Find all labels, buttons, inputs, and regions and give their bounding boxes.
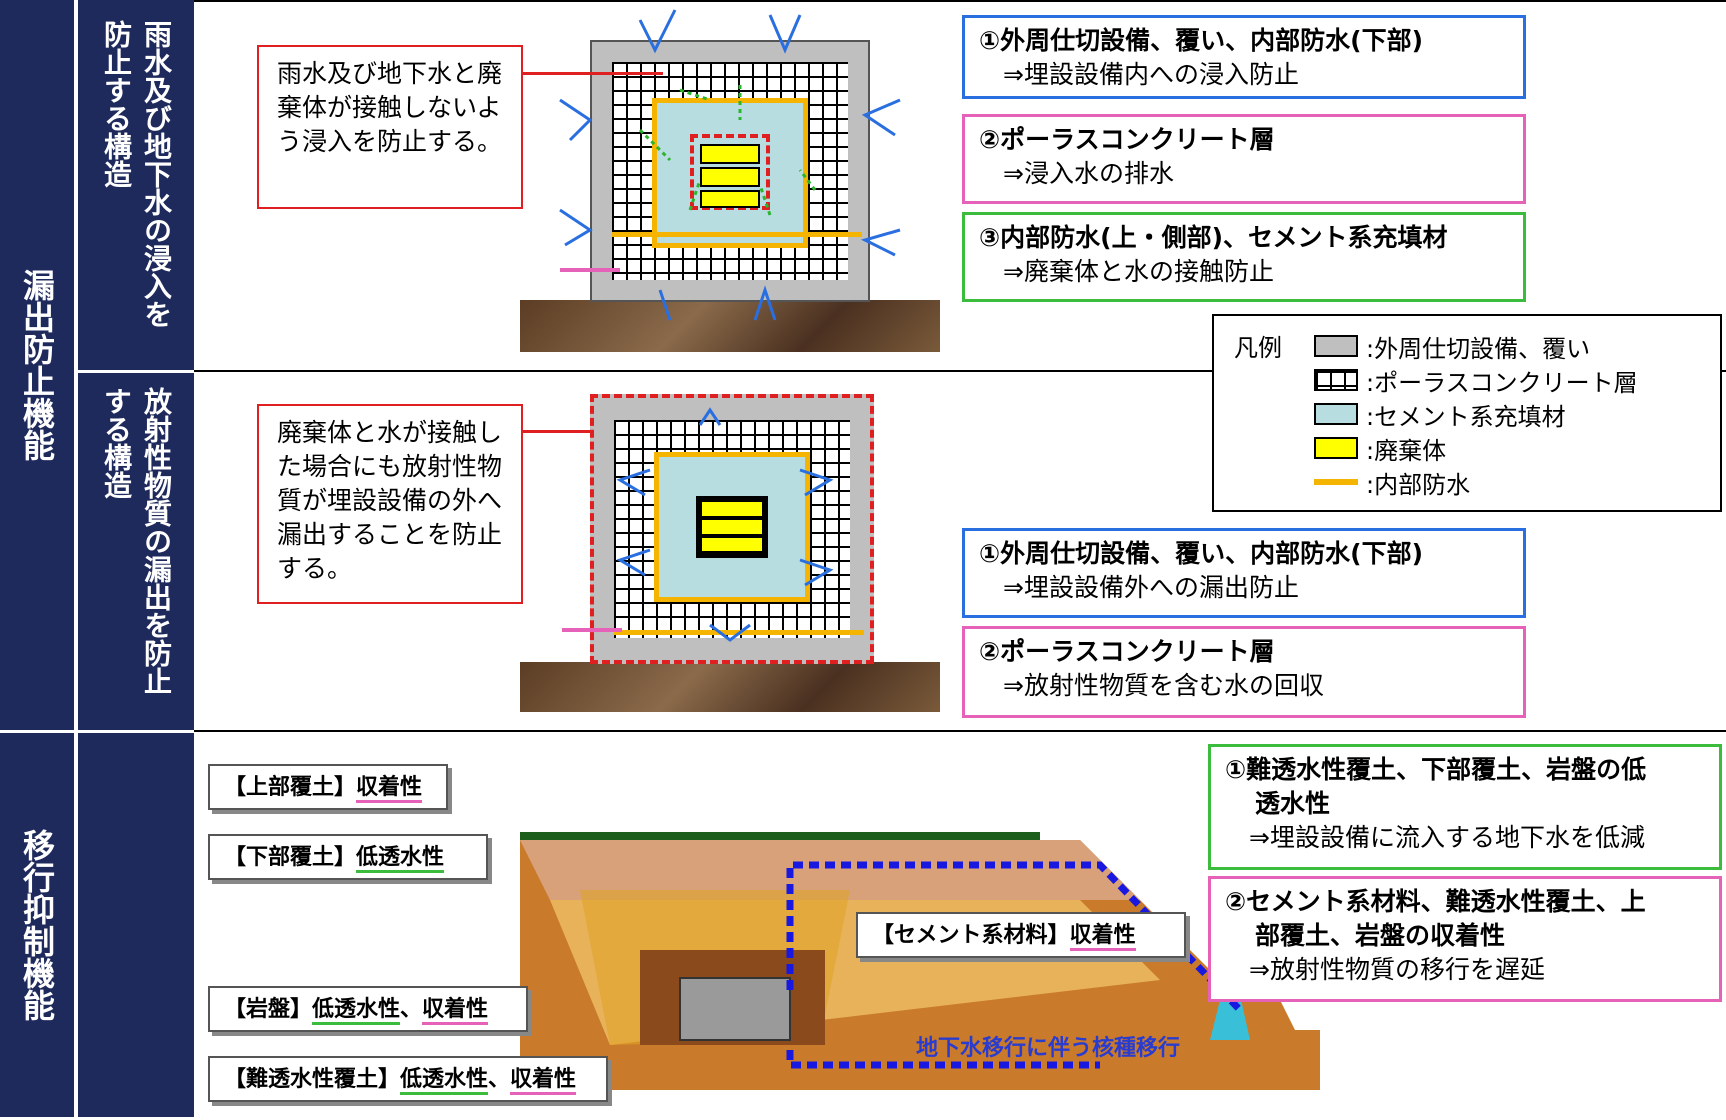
legend-item-outer: :外周仕切設備、覆い — [1314, 330, 1590, 363]
label-lower-soil: 【下部覆土】低透水性 — [208, 834, 488, 880]
ground-middle — [520, 662, 940, 712]
leak-arrows-middle — [616, 407, 834, 642]
cement-filler-top — [652, 98, 808, 248]
left-column-lower — [78, 733, 194, 1117]
divider-left-1 — [0, 730, 196, 733]
note-middle: 廃棄体と水が接触した場合にも放射性物質が埋設設備の外へ漏出することを防止する。 — [257, 404, 523, 604]
note-middle-leader — [523, 430, 593, 433]
box-top-3: ③内部防水(上・側部)、セメント系充填材 ⇒廃棄体と水の接触防止 — [962, 212, 1526, 302]
box-top-1: ①外周仕切設備、覆い、内部防水(下部) ⇒埋設設備内への浸入防止 — [962, 15, 1526, 99]
ground-top — [520, 300, 940, 352]
radioactive-leak-label: 放射性物質の漏出を防止する構造 — [100, 386, 173, 695]
drain-pipe-top — [560, 268, 620, 272]
label-upper-soil: 【上部覆土】収着性 — [208, 764, 448, 810]
left-column-inner — [78, 0, 194, 730]
migration-suppression-label: 移行抑制機能 — [18, 829, 56, 1021]
label-impermeable-soil: 【難透水性覆土】低透水性、収着性 — [208, 1056, 608, 1102]
inner-divider — [78, 370, 194, 373]
note-top: 雨水及び地下水と廃棄体が接触しないよう浸入を防止する。 — [257, 45, 523, 209]
inner-waterproof-bottom-top — [612, 232, 862, 237]
legend-title: 凡例 — [1234, 334, 1282, 362]
legend-item-porous: :ポーラスコンクリート層 — [1314, 364, 1638, 397]
section-border-1 — [194, 370, 1726, 372]
legend-item-waste: :廃棄体 — [1314, 432, 1446, 465]
section-border-top — [194, 0, 1726, 2]
rain-groundwater-label: 雨水及び地下水の浸入を防止する構造 — [100, 20, 173, 328]
legend-item-cement: :セメント系充填材 — [1314, 398, 1566, 431]
leak-prevention-label: 漏出防止機能 — [18, 269, 56, 461]
box-bottom-1: ①難透水性覆土、下部覆土、岩盤の低 透水性 ⇒埋設設備に流入する地下水を低減 — [1208, 744, 1722, 870]
legend-item-waterproof: :内部防水 — [1314, 466, 1470, 499]
label-cement: 【セメント系材料】収着性 — [856, 912, 1186, 958]
label-bedrock: 【岩盤】低透水性、収着性 — [208, 986, 528, 1032]
left-column-outer — [0, 0, 74, 1117]
box-top-2: ②ポーラスコンクリート層 ⇒浸入水の排水 — [962, 114, 1526, 204]
water-arrows-top — [559, 9, 901, 321]
box-middle-1: ①外周仕切設備、覆い、内部防水(下部) ⇒埋設設備外への漏出防止 — [962, 528, 1526, 618]
box-middle-2: ②ポーラスコンクリート層 ⇒放射性物質を含む水の回収 — [962, 626, 1526, 718]
section-border-2 — [194, 730, 1726, 732]
note-top-leader — [523, 72, 663, 75]
box-bottom-2: ②セメント系材料、難透水性覆土、上 部覆土、岩盤の収着性 ⇒放射性物質の移行を遅… — [1208, 876, 1722, 1002]
waste-top — [690, 134, 770, 210]
waste-middle — [696, 496, 768, 558]
legend: 凡例 :外周仕切設備、覆い :ポーラスコンクリート層 :セメント系充填材 :廃棄… — [1212, 314, 1722, 512]
flow-label: 地下水移行に伴う核種移行 — [916, 1036, 1181, 1061]
drain-pipe-middle — [562, 628, 622, 632]
